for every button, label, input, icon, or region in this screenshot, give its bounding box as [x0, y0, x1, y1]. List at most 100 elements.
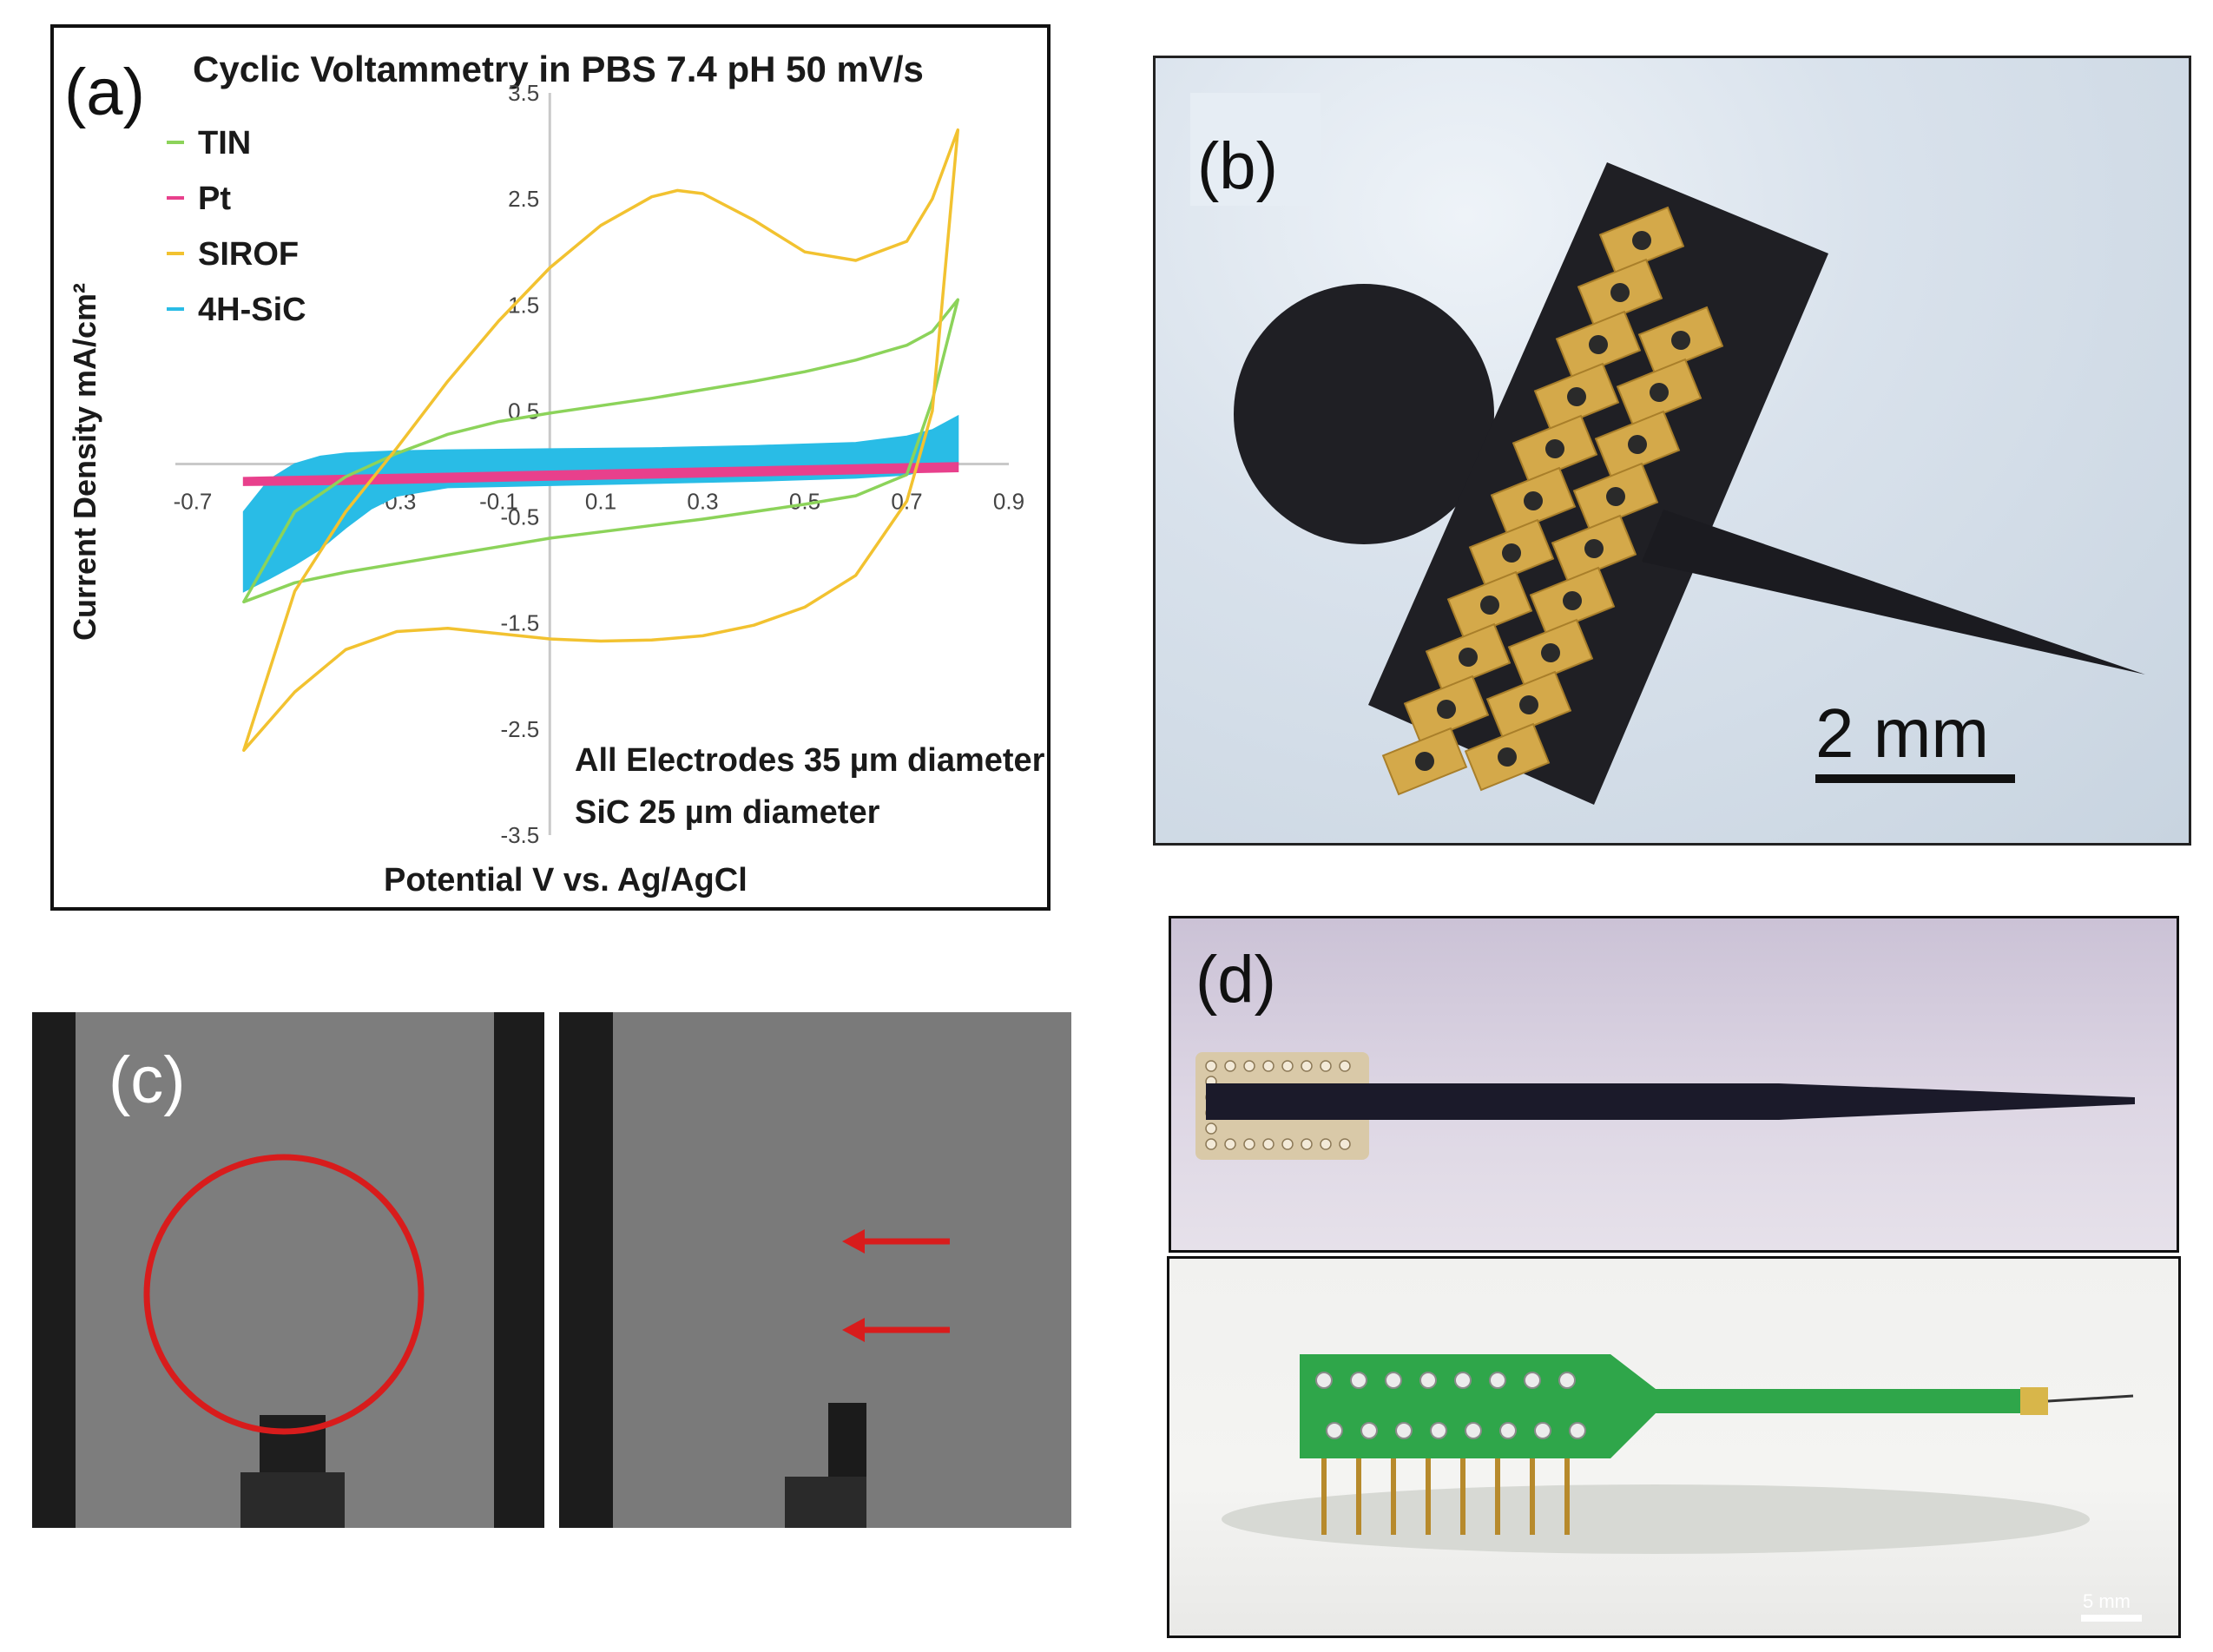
y-tick-label: -0.5	[500, 504, 539, 530]
annotation-sic: SiC 25 µm diameter	[575, 794, 880, 831]
pcb-board	[1300, 1354, 2048, 1458]
x-axis-label: Potential V vs. Ag/AgCl	[384, 862, 748, 898]
y-tick-label: -2.5	[500, 716, 539, 742]
contact-dot	[1243, 1060, 1255, 1072]
solder-point	[1350, 1372, 1367, 1389]
header-pins	[1321, 1457, 1570, 1535]
panel-b-label: (b)	[1197, 129, 1278, 203]
contact-pad	[1403, 675, 1490, 744]
cv-chart: (a) Cyclic Voltammetry in PBS 7.4 pH 50 …	[64, 49, 1045, 898]
y-tick-label: 2.5	[508, 186, 539, 212]
header-pin	[1426, 1457, 1431, 1535]
solder-point	[1569, 1422, 1586, 1439]
header-pin	[1356, 1457, 1361, 1535]
shank	[1642, 510, 2145, 675]
contact-dot	[1320, 1138, 1332, 1150]
solder-point	[1499, 1422, 1517, 1439]
label-backdrop	[1190, 93, 1321, 206]
panel-b-photo: (b) 2 mm	[1153, 56, 2191, 846]
solder-point	[1385, 1372, 1402, 1389]
probe-needle	[2047, 1394, 2134, 1403]
panel-d-bottom-photo: 5 mm	[1167, 1256, 2181, 1638]
header-pin	[1321, 1457, 1327, 1535]
x-tick-label: -0.1	[479, 489, 518, 515]
series-line-sirof	[242, 128, 960, 753]
legend-entry: SIROF	[198, 236, 299, 273]
shadow	[1222, 1484, 2090, 1554]
x-tick-label: 0.9	[993, 489, 1024, 515]
solder-point	[1315, 1372, 1333, 1389]
contact-dot	[1224, 1138, 1236, 1150]
panel-d-top-photo: (d)	[1169, 916, 2179, 1253]
probe-mount	[2020, 1387, 2048, 1415]
contact-pad	[1464, 722, 1551, 792]
y-tick-label: 3.5	[508, 80, 539, 106]
contact-pad	[1490, 466, 1577, 536]
solder-point	[1454, 1372, 1472, 1389]
arrow-upper	[842, 1229, 950, 1254]
legend-entry: TIN	[198, 125, 251, 161]
x-tick-label: 0.1	[585, 489, 616, 515]
header-pin	[1391, 1457, 1396, 1535]
contact-pad	[1485, 670, 1572, 740]
contact-dot	[1281, 1060, 1294, 1072]
panel-c-right-image	[559, 1012, 1071, 1528]
contact-dot	[1205, 1138, 1217, 1150]
panel-c-left-image: (c)	[32, 1012, 544, 1528]
contact-pad	[1533, 362, 1620, 431]
solder-point	[1326, 1422, 1343, 1439]
contact-pad	[1594, 410, 1681, 479]
contact-pad	[1572, 462, 1659, 531]
solder-point	[1489, 1372, 1506, 1389]
panel-d-label: (d)	[1195, 943, 1276, 1017]
panel-a-chart: (a) Cyclic Voltammetry in PBS 7.4 pH 50 …	[50, 24, 1051, 911]
contact-dot	[1205, 1060, 1217, 1072]
y-tick-label: -3.5	[500, 822, 539, 848]
contact-dot	[1224, 1060, 1236, 1072]
chart-title: Cyclic Voltammetry in PBS 7.4 pH 50 mV/s	[193, 49, 924, 89]
solder-point	[1558, 1372, 1576, 1389]
connector-contacts	[1205, 1060, 1351, 1150]
x-tick-label: 0.3	[687, 489, 718, 515]
contact-pad	[1446, 570, 1533, 640]
contact-pad	[1468, 518, 1555, 588]
contact-pad	[1637, 306, 1724, 375]
solder-point	[1465, 1422, 1482, 1439]
panel-a-label: (a)	[64, 56, 145, 129]
contact-pad	[1507, 618, 1594, 688]
header-pin	[1564, 1457, 1570, 1535]
contact-dot	[1339, 1138, 1351, 1150]
scale-label-b: 2 mm	[1815, 694, 1989, 772]
series-line-tin	[242, 298, 960, 604]
legend-entry: 4H-SiC	[198, 292, 306, 328]
panel-c-label: (c)	[109, 1043, 186, 1117]
contact-pad	[1512, 414, 1598, 484]
solder-point	[1524, 1372, 1541, 1389]
scale-label-d: 5 mm	[2083, 1590, 2131, 1612]
contact-dot	[1301, 1138, 1313, 1150]
electrode-array-illustration: (b) 2 mm	[1190, 93, 2145, 805]
probe-base	[785, 1477, 866, 1528]
solder-point	[1395, 1422, 1413, 1439]
scale-bar-d	[2081, 1615, 2142, 1622]
contact-dot	[1262, 1138, 1274, 1150]
electrode-device	[1234, 162, 2145, 805]
contact-dot	[1301, 1060, 1313, 1072]
header-pin	[1495, 1457, 1500, 1535]
probe-shank	[1206, 1083, 2135, 1120]
contact-pad	[1616, 358, 1703, 427]
contact-dot	[1281, 1138, 1294, 1150]
header-pin	[1530, 1457, 1535, 1535]
solder-point	[1360, 1422, 1378, 1439]
contact-dot	[1243, 1138, 1255, 1150]
legend-entry: Pt	[198, 181, 231, 217]
solder-point	[1534, 1422, 1551, 1439]
x-tick-label: -0.7	[174, 489, 213, 515]
arrow-lower	[842, 1318, 950, 1342]
series-band-pt	[242, 462, 959, 486]
contact-dot	[1339, 1060, 1351, 1072]
contact-pad	[1529, 566, 1616, 635]
contact-pad	[1551, 514, 1637, 583]
contact-pad	[1555, 310, 1642, 379]
